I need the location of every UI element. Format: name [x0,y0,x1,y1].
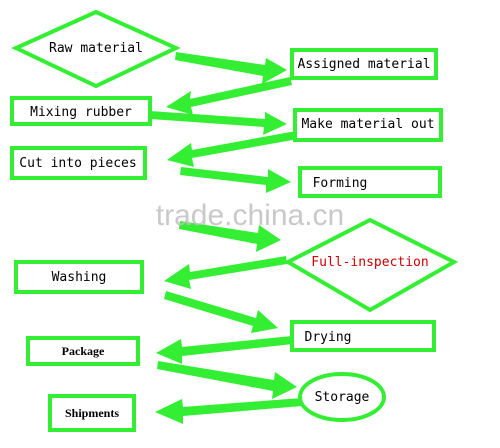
diamond-shape [283,217,459,313]
node-label: Shipments [65,406,119,420]
node-label: Full-inspection [311,255,428,270]
box-shape [26,336,140,366]
box-shape [290,48,438,80]
node-shipments: Shipments [48,394,136,432]
box-shape [10,96,152,126]
node-mixing-rubber: Mixing rubber [10,96,152,126]
arrow-assigned-material-to-mixing-rubber [166,77,292,115]
node-label: Storage [315,390,370,405]
box-shape [298,166,442,198]
node-drying: Drying [290,320,436,352]
node-label: Cut into pieces [19,156,136,171]
box-shape [290,320,436,352]
ellipse-shape [298,372,386,422]
arrow-forming-to-full-inspection [179,221,281,252]
box-shape [48,394,136,432]
arrow-package-to-storage [157,361,297,399]
node-label: Package [62,344,105,358]
arrow-full-inspection-to-washing [164,256,287,289]
node-label: Make material out [301,117,434,132]
node-label: Washing [52,270,107,285]
node-raw-material: Raw material [11,9,181,89]
box-shape [14,260,144,294]
arrow-make-material-out-to-cut-into-pieces [167,131,298,167]
watermark: trade.china.cn [0,198,500,232]
node-make-material-out: Make material out [293,108,443,142]
watermark-band [0,198,500,218]
arrow-storage-to-shipments [155,398,302,424]
node-package: Package [26,336,140,366]
arrows [150,52,302,424]
box-shape [293,108,443,142]
node-label: Raw material [49,41,143,56]
node-label: Assigned material [297,57,430,72]
node-label: Mixing rubber [30,105,132,120]
arrow-drying-to-package [156,336,293,364]
arrow-cut-into-pieces-to-forming [180,167,291,193]
node-washing: Washing [14,260,144,294]
node-forming: Forming [298,166,442,198]
node-label: Forming [313,176,368,191]
node-full-inspection: Full-inspection [283,217,459,313]
arrow-mixing-rubber-to-make-material-out [150,111,287,135]
nodes: Raw material Assigned material Mixing ru… [10,9,459,432]
watermark-text: trade.china.cn [156,199,344,232]
node-label: Drying [305,330,352,345]
node-storage: Storage [298,372,386,422]
arrow-raw-material-to-assigned-material [175,52,287,84]
diamond-shape [11,9,181,89]
arrow-washing-to-drying [164,291,278,333]
node-cut-into-pieces: Cut into pieces [10,146,147,180]
node-assigned-material: Assigned material [290,48,438,80]
box-shape [10,146,147,180]
